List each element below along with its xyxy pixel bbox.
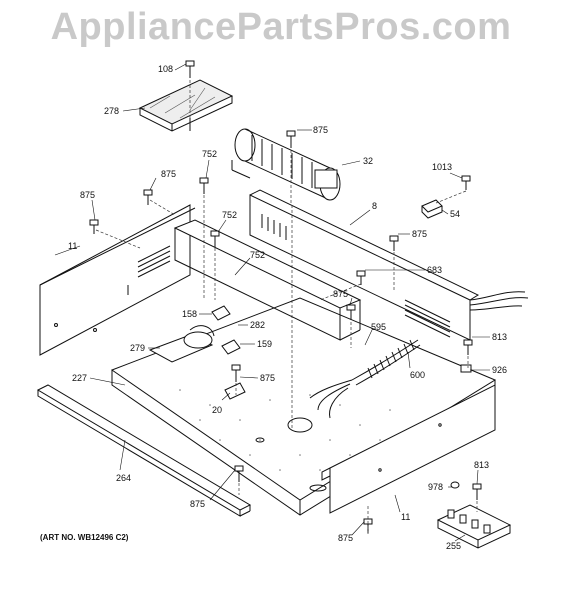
callout-279: 279 xyxy=(130,343,145,353)
callout-600: 600 xyxy=(410,370,425,380)
callout-926: 926 xyxy=(492,365,507,375)
callout-282: 282 xyxy=(250,320,265,330)
callout-875: 875 xyxy=(313,125,328,135)
callout-752: 752 xyxy=(222,210,237,220)
callout-752: 752 xyxy=(250,250,265,260)
screw-875a xyxy=(286,130,296,148)
callout-54: 54 xyxy=(450,209,460,219)
screw-875f xyxy=(231,364,241,382)
center-duct xyxy=(173,219,362,341)
callout-227: 227 xyxy=(72,373,87,383)
left-side-panel xyxy=(39,204,196,356)
callout-875: 875 xyxy=(161,169,176,179)
rear-panel xyxy=(249,189,529,341)
callout-20: 20 xyxy=(212,405,222,415)
callout-978: 978 xyxy=(428,482,443,492)
callout-875: 875 xyxy=(80,190,95,200)
screw-1013 xyxy=(461,175,471,190)
bracket-54 xyxy=(421,199,443,219)
terminal-block xyxy=(436,504,512,549)
callout-875: 875 xyxy=(333,289,348,299)
front-trim xyxy=(36,384,252,517)
callout-158: 158 xyxy=(182,309,197,319)
cover-plate xyxy=(138,79,234,132)
wire-spring xyxy=(309,339,421,419)
callout-11: 11 xyxy=(68,241,77,251)
art-number: (ART NO. WB12496 C2) xyxy=(40,533,129,542)
clip-926 xyxy=(460,364,472,373)
right-side-panel xyxy=(321,384,496,514)
callout-264: 264 xyxy=(116,473,131,483)
bracket-158 xyxy=(211,305,231,321)
screw-875e xyxy=(346,304,356,320)
bracket-159 xyxy=(221,339,241,355)
callout-875: 875 xyxy=(190,499,205,509)
element-279 xyxy=(148,325,215,363)
screw-813a xyxy=(463,339,473,355)
callout-1013: 1013 xyxy=(432,162,452,172)
callout-875: 875 xyxy=(412,229,427,239)
screw-875g xyxy=(234,465,244,482)
callout-683: 683 xyxy=(427,265,442,275)
callout-255: 255 xyxy=(446,541,461,551)
watermark: AppliancePartsPros.com xyxy=(50,6,512,48)
bracket-20 xyxy=(224,382,246,400)
blower-assembly xyxy=(231,128,341,201)
callout-32: 32 xyxy=(363,156,373,166)
callout-875: 875 xyxy=(260,373,275,383)
screw-752a xyxy=(199,177,209,194)
callout-813: 813 xyxy=(474,460,489,470)
callout-8: 8 xyxy=(372,201,377,211)
screw-875d xyxy=(389,235,399,251)
screw-683 xyxy=(356,270,366,285)
screw-875c xyxy=(89,219,99,234)
washer-978 xyxy=(450,481,460,489)
screw-813b xyxy=(472,483,482,500)
callout-752: 752 xyxy=(202,149,217,159)
callout-278: 278 xyxy=(104,106,119,116)
callout-108: 108 xyxy=(158,64,173,74)
callout-159: 159 xyxy=(257,339,272,349)
callout-875: 875 xyxy=(338,533,353,543)
screw-752b xyxy=(210,230,220,247)
callout-595: 595 xyxy=(371,322,386,332)
screw-108 xyxy=(185,60,195,78)
screw-875b xyxy=(143,189,153,205)
callout-labels: 108 278 875 32 752 875 1013 875 8 54 752… xyxy=(68,64,507,551)
callout-11: 11 xyxy=(401,512,410,522)
callout-813: 813 xyxy=(492,332,507,342)
leader-lines xyxy=(54,63,490,542)
alignment-lines xyxy=(95,80,478,534)
